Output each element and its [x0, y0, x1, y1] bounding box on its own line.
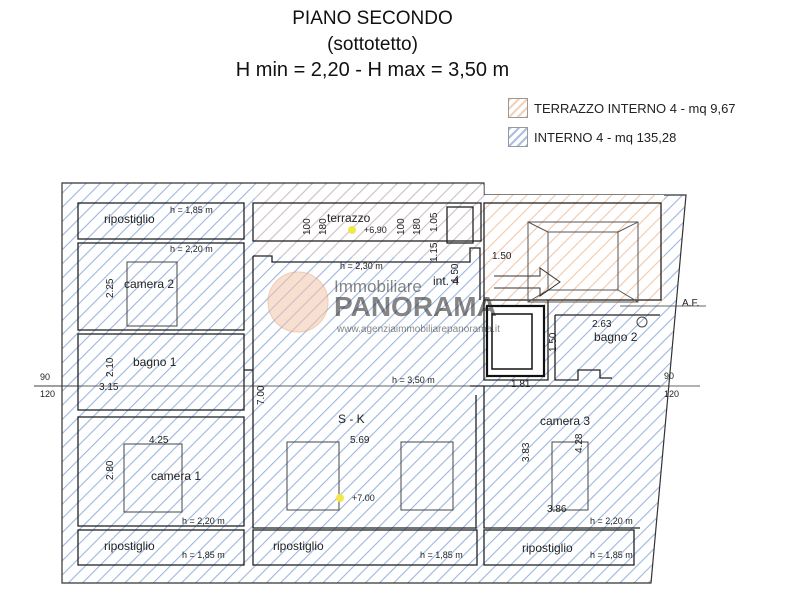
- dim-4-28: 4.28: [574, 433, 585, 453]
- legend-interno: INTERNO 4 - mq 135,28: [508, 127, 676, 147]
- legend-interno-label: INTERNO 4 - mq 135,28: [534, 129, 677, 145]
- height-rip-bm: h = 1,85 m: [420, 550, 463, 560]
- dim-2-80: 2.80: [105, 460, 116, 480]
- height-rip-br: h = 1,85 m: [590, 550, 633, 560]
- dim-180-a: 180: [318, 218, 329, 235]
- watermark-url: www.agenziaimmobiliarepanorama.it: [336, 324, 500, 335]
- room-bagno-1: bagno 1: [133, 355, 177, 369]
- dim-3-83: 3.83: [521, 442, 532, 462]
- room-ripostiglio-tl: ripostiglio: [104, 212, 155, 226]
- dim-180-b: 180: [412, 218, 423, 235]
- section-left-top: 90: [40, 372, 50, 382]
- staircase: [494, 221, 639, 303]
- section-right-top: 90: [664, 371, 674, 381]
- dim-1-05: 1.05: [429, 212, 440, 232]
- height-rip-bl: h = 1,85 m: [182, 550, 225, 560]
- level-sk: +7.00: [352, 493, 375, 503]
- room-camera-3: camera 3: [540, 414, 590, 428]
- furniture: [123, 261, 648, 513]
- dim-1-50-v: 1.50: [450, 263, 461, 283]
- room-ripostiglio-bl: ripostiglio: [104, 539, 155, 553]
- room-ripostiglio-bm: ripostiglio: [273, 539, 324, 553]
- dim-7-00: 7.00: [256, 385, 267, 405]
- section-lines: [34, 305, 706, 387]
- room-terrazzo: terrazzo: [327, 211, 371, 225]
- height-cam2: h = 2,20 m: [170, 244, 213, 254]
- dim-3-86: 3.86: [547, 504, 567, 515]
- legend-terrazzo: TERRAZZO INTERNO 4 - mq 9,67: [508, 98, 736, 118]
- elevator: [485, 304, 546, 378]
- room-ripostiglio-br: ripostiglio: [522, 541, 573, 555]
- height-rip-tl: h = 1,85 m: [170, 205, 213, 215]
- level-markers: +6.90 +7.00: [336, 225, 387, 503]
- dim-1-81: 1.81: [511, 379, 531, 390]
- watermark-top: Immobiliare: [334, 277, 422, 296]
- room-bagno-2: bagno 2: [594, 330, 638, 344]
- dim-100-a: 100: [302, 218, 313, 235]
- dimensions-vertical: 2.25 2.10 2.80 100 180 100 180 1.05 1.15…: [105, 212, 585, 480]
- dim-1-15: 1.15: [429, 242, 440, 262]
- room-labels: ripostiglio terrazzo camera 2 bagno 1 ca…: [104, 211, 638, 555]
- legend-terrazzo-swatch: [508, 98, 528, 118]
- dimensions: 3.15 4.25 5.69 1.50 2.63 1.81 3.86 A.F.: [99, 251, 699, 515]
- plan-title: PIANO SECONDO: [292, 8, 453, 29]
- height-sk-top: h = 2,30 m: [340, 261, 383, 271]
- label-af: A.F.: [682, 298, 699, 309]
- walls: [77, 202, 662, 566]
- ceiling-heights: h = 1,85 m h = 2,20 m h = 2,30 m h = 3,5…: [170, 205, 633, 560]
- dim-2-63: 2.63: [592, 319, 612, 330]
- dim-4-25: 4.25: [149, 435, 169, 446]
- watermark: Immobiliare PANORAMA www.agenziaimmobili…: [267, 271, 500, 335]
- dim-1-50-h: 1.50: [492, 251, 512, 262]
- dim-3-15: 3.15: [99, 382, 119, 393]
- terrace-area: [484, 195, 664, 305]
- watermark-main: PANORAMA: [334, 291, 497, 322]
- room-camera-2: camera 2: [124, 277, 174, 291]
- section-left-bottom: 120: [40, 389, 55, 399]
- plan-subtitle: (sottotetto): [327, 34, 418, 55]
- height-cam3: h = 2,20 m: [590, 516, 633, 526]
- height-cam1: h = 2,20 m: [182, 516, 225, 526]
- dim-1-50-s: 1.50: [548, 332, 559, 352]
- height-sk-mid: h = 3,50 m: [392, 375, 435, 385]
- dim-2-25: 2.25: [105, 278, 116, 298]
- plan-height-range: H min = 2,20 - H max = 3,50 m: [235, 59, 510, 81]
- room-camera-1: camera 1: [151, 469, 201, 483]
- dim-100-b: 100: [396, 218, 407, 235]
- dim-5-69: 5.69: [350, 435, 370, 446]
- legend-terrazzo-label: TERRAZZO INTERNO 4 - mq 9,67: [534, 100, 736, 116]
- room-int-4: int. 4: [433, 274, 459, 288]
- level-terrazzo-icon: [348, 226, 356, 234]
- room-s-k: S - K: [338, 412, 365, 426]
- section-right-bottom: 120: [664, 389, 679, 399]
- level-terrazzo: +6.90: [364, 225, 387, 235]
- section-markers: 90 120 90 120: [40, 371, 679, 399]
- legend-interno-swatch: [508, 127, 528, 147]
- level-sk-icon: [336, 494, 344, 502]
- dim-2-10: 2.10: [105, 357, 116, 377]
- terrace-strip: [255, 185, 484, 257]
